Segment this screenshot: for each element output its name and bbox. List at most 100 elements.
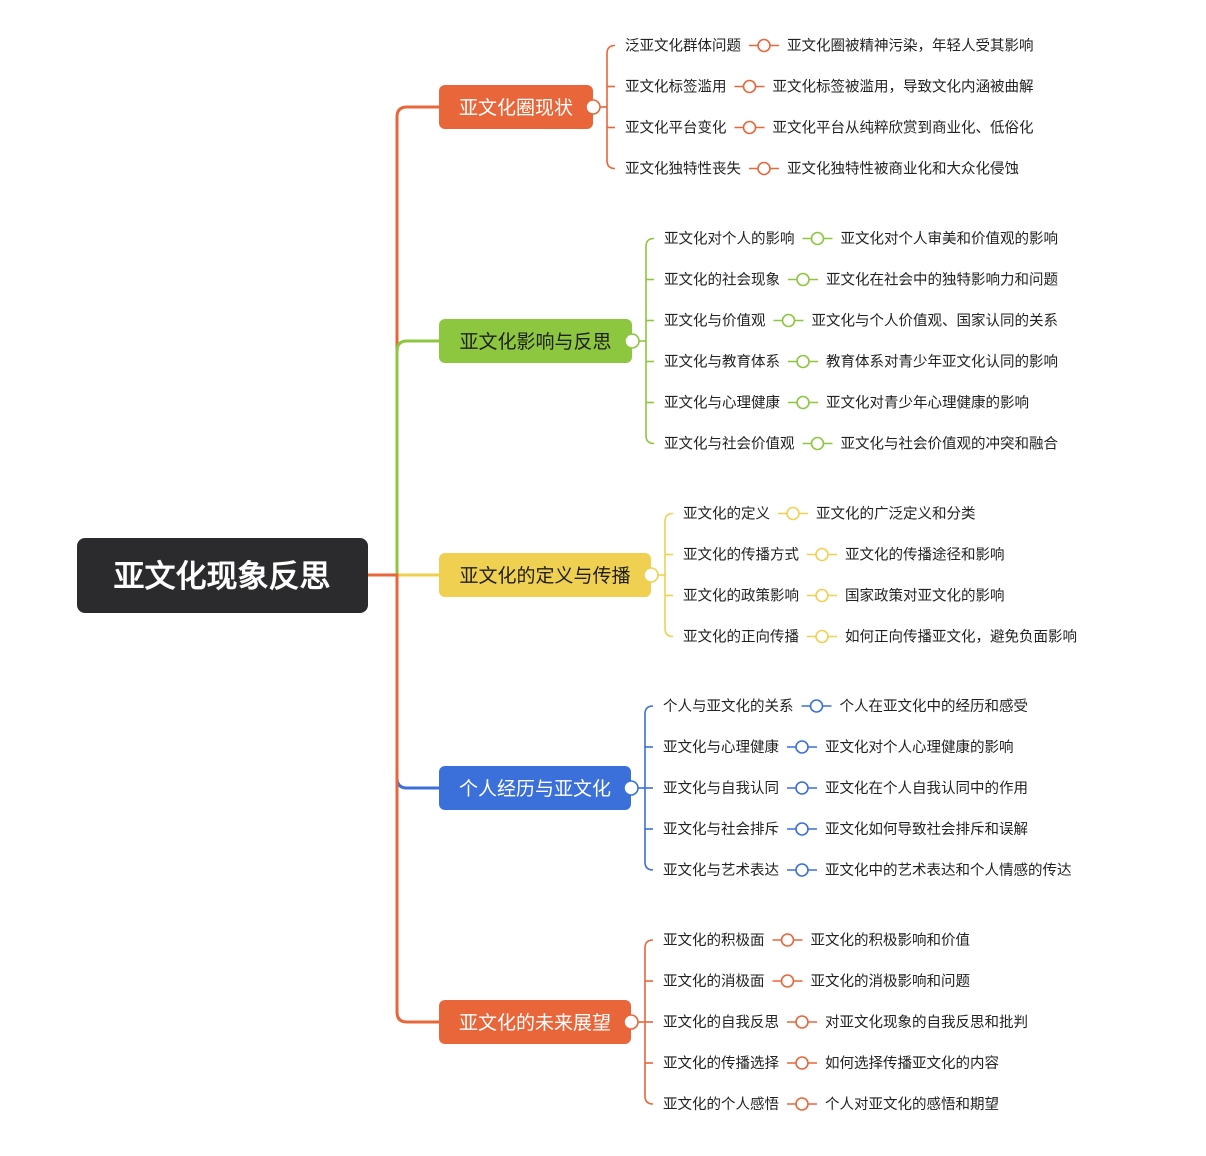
child-label: 泛亚文化群体问题 (625, 38, 741, 55)
branch-box (439, 85, 593, 129)
root-box (77, 538, 368, 613)
child-topic[interactable]: 亚文化标签滥用 亚文化标签被滥用，导致文化内涵被曲解 (625, 79, 1034, 96)
child-topic[interactable]: 亚文化独特性丧失亚文化独特性被商业化和大众化侵蚀 (625, 161, 1019, 178)
branch-connector (368, 105, 439, 577)
detail-label: 如何正向传播亚文化，避免负面影响 (845, 629, 1077, 646)
child-topic[interactable]: 亚文化的正向传播 如何正向传播亚文化，避免负面影响 (683, 629, 1077, 646)
branch-connector (368, 339, 439, 577)
branch-label: 亚文化圈现状 (459, 97, 573, 119)
detail-label: 亚文化如何导致社会排斥和误解 (825, 821, 1028, 838)
child-topic[interactable]: 亚文化与社会价值观亚文化与社会价值观的冲突和融合 (664, 436, 1058, 453)
child-topic[interactable]: 亚文化对个人的影响亚文化对个人审美和价值观的影响 (664, 231, 1058, 248)
child-topic[interactable]: 亚文化与社会排斥亚文化如何导致社会排斥和误解 (663, 821, 1028, 838)
child-topic[interactable]: 亚文化与心理健康亚文化对个人心理健康的影响 (663, 739, 1014, 756)
child-topic[interactable]: 泛亚文化群体问题 亚文化圈被精神污染，年轻人受其影响 (625, 38, 1034, 55)
collapse-toggle-icon[interactable] (624, 333, 640, 349)
root-node[interactable]: 亚文化现象反思 (77, 538, 368, 613)
child-topic[interactable]: 亚文化与教育体系教育体系对青少年亚文化认同的影响 (664, 354, 1058, 371)
branch-box (439, 553, 651, 597)
detail-connector-circle-icon (757, 161, 771, 176)
child-label: 个人与亚文化的关系 (663, 698, 794, 715)
detail-connector-circle-icon (786, 506, 800, 521)
detail-label: 个人对亚文化的感悟和期望 (825, 1096, 999, 1113)
child-label: 亚文化与艺术表达 (663, 862, 779, 879)
child-label: 亚文化的定义 (683, 506, 770, 523)
detail-connector-circle-icon (757, 38, 771, 53)
child-label: 亚文化的政策影响 (683, 588, 799, 605)
child-topic[interactable]: 亚文化的传播方式亚文化的传播途径和影响 (683, 547, 1005, 564)
detail-label: 亚文化圈被精神污染，年轻人受其影响 (787, 38, 1034, 55)
root-label: 亚文化现象反思 (114, 559, 331, 595)
detail-label: 亚文化的积极影响和价值 (811, 932, 971, 949)
detail-label: 亚文化与社会价值观的冲突和融合 (841, 436, 1059, 453)
child-label: 亚文化与价值观 (664, 313, 766, 330)
child-label: 亚文化与心理健康 (664, 395, 780, 412)
detail-label: 亚文化标签被滥用，导致文化内涵被曲解 (773, 79, 1034, 96)
child-topic[interactable]: 亚文化的积极面 亚文化的积极影响和价值 (663, 932, 970, 949)
detail-label: 亚文化在社会中的独特影响力和问题 (826, 272, 1058, 289)
detail-connector-circle-icon (795, 1097, 809, 1111)
detail-label: 国家政策对亚文化的影响 (845, 588, 1005, 605)
branch-node[interactable]: 亚文化的定义与传播 (439, 553, 651, 597)
collapse-toggle-icon[interactable] (643, 567, 659, 583)
detail-connector-circle-icon (815, 547, 829, 562)
detail-label: 如何选择传播亚文化的内容 (825, 1055, 999, 1072)
branch-node[interactable]: 亚文化影响与反思 (439, 319, 632, 363)
branch-box (439, 766, 631, 810)
detail-label: 亚文化对个人心理健康的影响 (825, 739, 1014, 756)
child-label: 亚文化的社会现象 (664, 272, 780, 289)
child-topic[interactable]: 亚文化的自我反思对亚文化现象的自我反思和批判 (663, 1014, 1028, 1031)
branch-box (439, 319, 632, 363)
child-topic[interactable]: 亚文化的传播选择如何选择传播亚文化的内容 (663, 1055, 999, 1072)
detail-connector-circle-icon (795, 1015, 809, 1029)
detail-label: 亚文化的传播途径和影响 (845, 547, 1005, 564)
child-topic[interactable]: 个人与亚文化的关系 个人在亚文化中的经历和感受 (663, 698, 1028, 715)
child-topic[interactable]: 亚文化与心理健康亚文化对青少年心理健康的影响 (664, 395, 1029, 412)
child-topic[interactable]: 亚文化的个人感悟 个人对亚文化的感悟和期望 (663, 1096, 999, 1113)
child-label: 亚文化的自我反思 (663, 1014, 779, 1031)
connector-lines (368, 44, 674, 1105)
detail-connector-circle-icon (796, 272, 810, 287)
collapse-toggle-icon[interactable] (623, 1014, 639, 1030)
detail-label: 亚文化的广泛定义和分类 (816, 506, 976, 523)
detail-connector-circle-icon (742, 79, 757, 94)
child-bracket (664, 512, 674, 638)
collapse-toggle-icon[interactable] (585, 99, 601, 115)
child-label: 亚文化的积极面 (663, 932, 765, 949)
child-label: 亚文化与自我认同 (663, 780, 779, 797)
collapse-toggle-icon[interactable] (623, 780, 639, 796)
branch-label: 亚文化影响与反思 (459, 331, 611, 353)
child-topic[interactable]: 亚文化与艺术表达 亚文化中的艺术表达和个人情感的传达 (663, 862, 1072, 879)
detail-connector-circle-icon (796, 395, 810, 410)
detail-label: 亚文化与个人价值观、国家认同的关系 (812, 313, 1059, 330)
child-label: 亚文化的正向传播 (683, 629, 799, 646)
detail-label: 亚文化中的艺术表达和个人情感的传达 (825, 862, 1072, 879)
detail-label: 亚文化的消极影响和问题 (811, 973, 971, 990)
child-topic[interactable]: 亚文化平台变化亚文化平台从纯粹欣赏到商业化、低俗化 (625, 120, 1034, 137)
child-bracket (606, 44, 616, 170)
child-topic[interactable]: 亚文化的定义 亚文化的广泛定义和分类 (683, 506, 976, 523)
child-topic[interactable]: 亚文化的社会现象 亚文化在社会中的独特影响力和问题 (664, 272, 1058, 289)
detail-connector-circle-icon (795, 1056, 809, 1070)
child-topic[interactable]: 亚文化与价值观 亚文化与个人价值观、国家认同的关系 (664, 313, 1058, 330)
child-topic[interactable]: 亚文化的消极面 亚文化的消极影响和问题 (663, 973, 970, 990)
branch-node[interactable]: 亚文化的未来展望 (439, 1000, 631, 1044)
detail-label: 个人在亚文化中的经历和感受 (840, 698, 1029, 715)
detail-connector-circle-icon (809, 699, 824, 713)
child-label: 亚文化标签滥用 (625, 79, 727, 96)
child-topic[interactable]: 亚文化的政策影响 国家政策对亚文化的影响 (683, 588, 1005, 605)
branch-node[interactable]: 个人经历与亚文化 (439, 766, 631, 810)
detail-connector-circle-icon (795, 781, 809, 795)
child-topic[interactable]: 亚文化与自我认同 亚文化在个人自我认同中的作用 (663, 780, 1028, 797)
detail-label: 亚文化平台从纯粹欣赏到商业化、低俗化 (773, 120, 1034, 137)
detail-connector-circle-icon (742, 120, 757, 135)
detail-connector-circle-icon (780, 974, 795, 988)
child-label: 亚文化的消极面 (663, 973, 765, 990)
branch-node[interactable]: 亚文化圈现状 (439, 85, 593, 129)
nodes: 亚文化现象反思 亚文化圈现状 泛亚文化群体问题 亚文化圈被精神污染，年轻人受其影响亚文… (77, 38, 1077, 1113)
branch-connector (368, 573, 439, 1024)
child-label: 亚文化的个人感悟 (663, 1096, 779, 1113)
detail-label: 教育体系对青少年亚文化认同的影响 (826, 354, 1058, 371)
detail-label: 亚文化在个人自我认同中的作用 (825, 780, 1028, 797)
